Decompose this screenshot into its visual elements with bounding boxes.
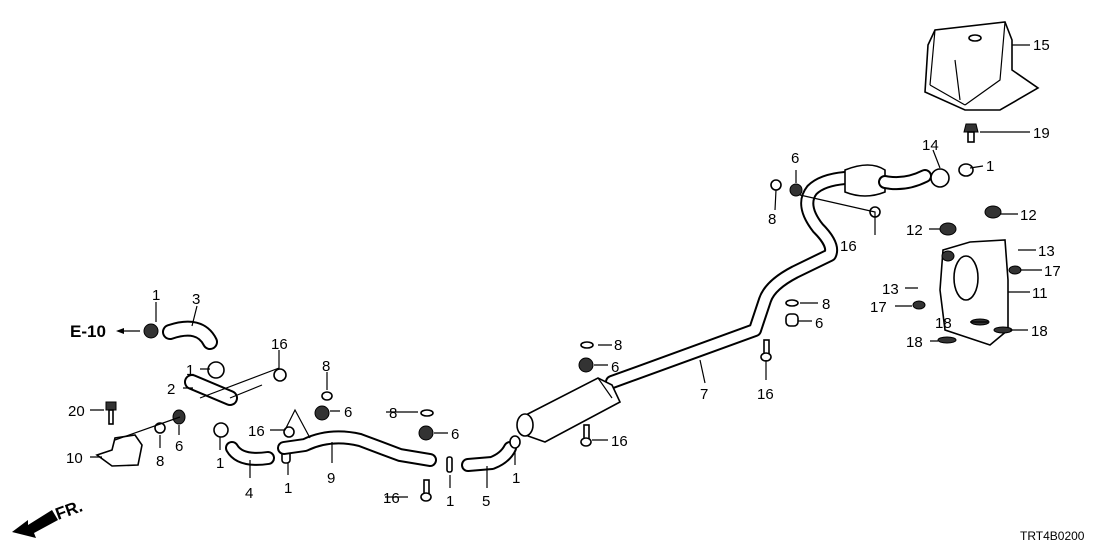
callout[interactable]: 16 [383,490,400,507]
callout[interactable]: 16 [271,336,288,353]
callout[interactable]: 6 [815,315,823,332]
callout[interactable]: 18 [1031,323,1048,340]
callout[interactable]: 1 [986,158,994,175]
reference-arrow-icon [116,328,124,334]
callout[interactable]: 18 [935,315,952,332]
pipe-part-9 [277,430,453,473]
callout[interactable]: 6 [344,404,352,421]
callout[interactable]: 1 [446,493,454,510]
callout[interactable]: 20 [68,403,85,420]
callout[interactable]: 19 [1033,125,1050,142]
hose-part-4 [213,422,291,466]
callout[interactable]: 4 [245,485,253,502]
reference-e10[interactable]: E-10 [70,322,106,341]
hose-part-5 [461,435,521,472]
callout[interactable]: 12 [1020,207,1037,224]
leader-lines [90,44,1042,498]
diagram-code: TRT4B0200 [1020,529,1085,543]
callout[interactable]: 1 [512,470,520,487]
callout[interactable]: 10 [66,450,83,467]
callout[interactable]: 6 [611,359,619,376]
callout[interactable]: 5 [482,493,490,510]
callout[interactable]: 8 [389,405,397,422]
callout[interactable]: 13 [882,281,899,298]
front-label: FR. [53,497,85,524]
callout[interactable]: 17 [1044,263,1061,280]
callout[interactable]: 1 [284,480,292,497]
hose-part-3 [143,320,218,350]
callout[interactable]: 17 [870,299,887,316]
callout[interactable]: 16 [840,238,857,255]
callout[interactable]: 1 [216,455,224,472]
callout[interactable]: 9 [327,470,335,487]
callout[interactable]: 8 [768,211,776,228]
callout[interactable]: 7 [700,386,708,403]
callout[interactable]: 8 [156,453,164,470]
callout[interactable]: 16 [248,423,265,440]
bolt-part-19 [963,123,979,143]
hose-part-2 [184,361,238,406]
callout[interactable]: 8 [322,358,330,375]
callout[interactable]: 3 [192,291,200,308]
callout[interactable]: 6 [791,150,799,167]
callout[interactable]: 16 [757,386,774,403]
callout[interactable]: 8 [614,337,622,354]
callout-labels: 15 19 14 1 6 8 16 12 12 13 13 17 17 11 8… [66,37,1061,510]
callout[interactable]: 1 [186,362,194,379]
mount-hardware [273,179,881,502]
callout[interactable]: 1 [152,287,160,304]
callout[interactable]: 14 [922,137,939,154]
callout[interactable]: 11 [1032,285,1048,302]
callout[interactable]: 8 [822,296,830,313]
callout[interactable]: 2 [167,381,175,398]
bracket-part-10 [95,401,186,467]
callout[interactable]: 6 [175,438,183,455]
callout[interactable]: 12 [906,222,923,239]
main-pipe-part-7 [516,171,852,443]
canister-part-11 [912,205,1022,346]
front-direction-arrow-icon [12,510,58,538]
callout[interactable]: 18 [906,334,923,351]
callout[interactable]: 6 [451,426,459,443]
callout[interactable]: 16 [611,433,628,450]
callout[interactable]: 15 [1033,37,1050,54]
heat-shield-part-15 [924,21,1040,111]
silencer-part [844,163,974,197]
callout[interactable]: 13 [1038,243,1055,260]
